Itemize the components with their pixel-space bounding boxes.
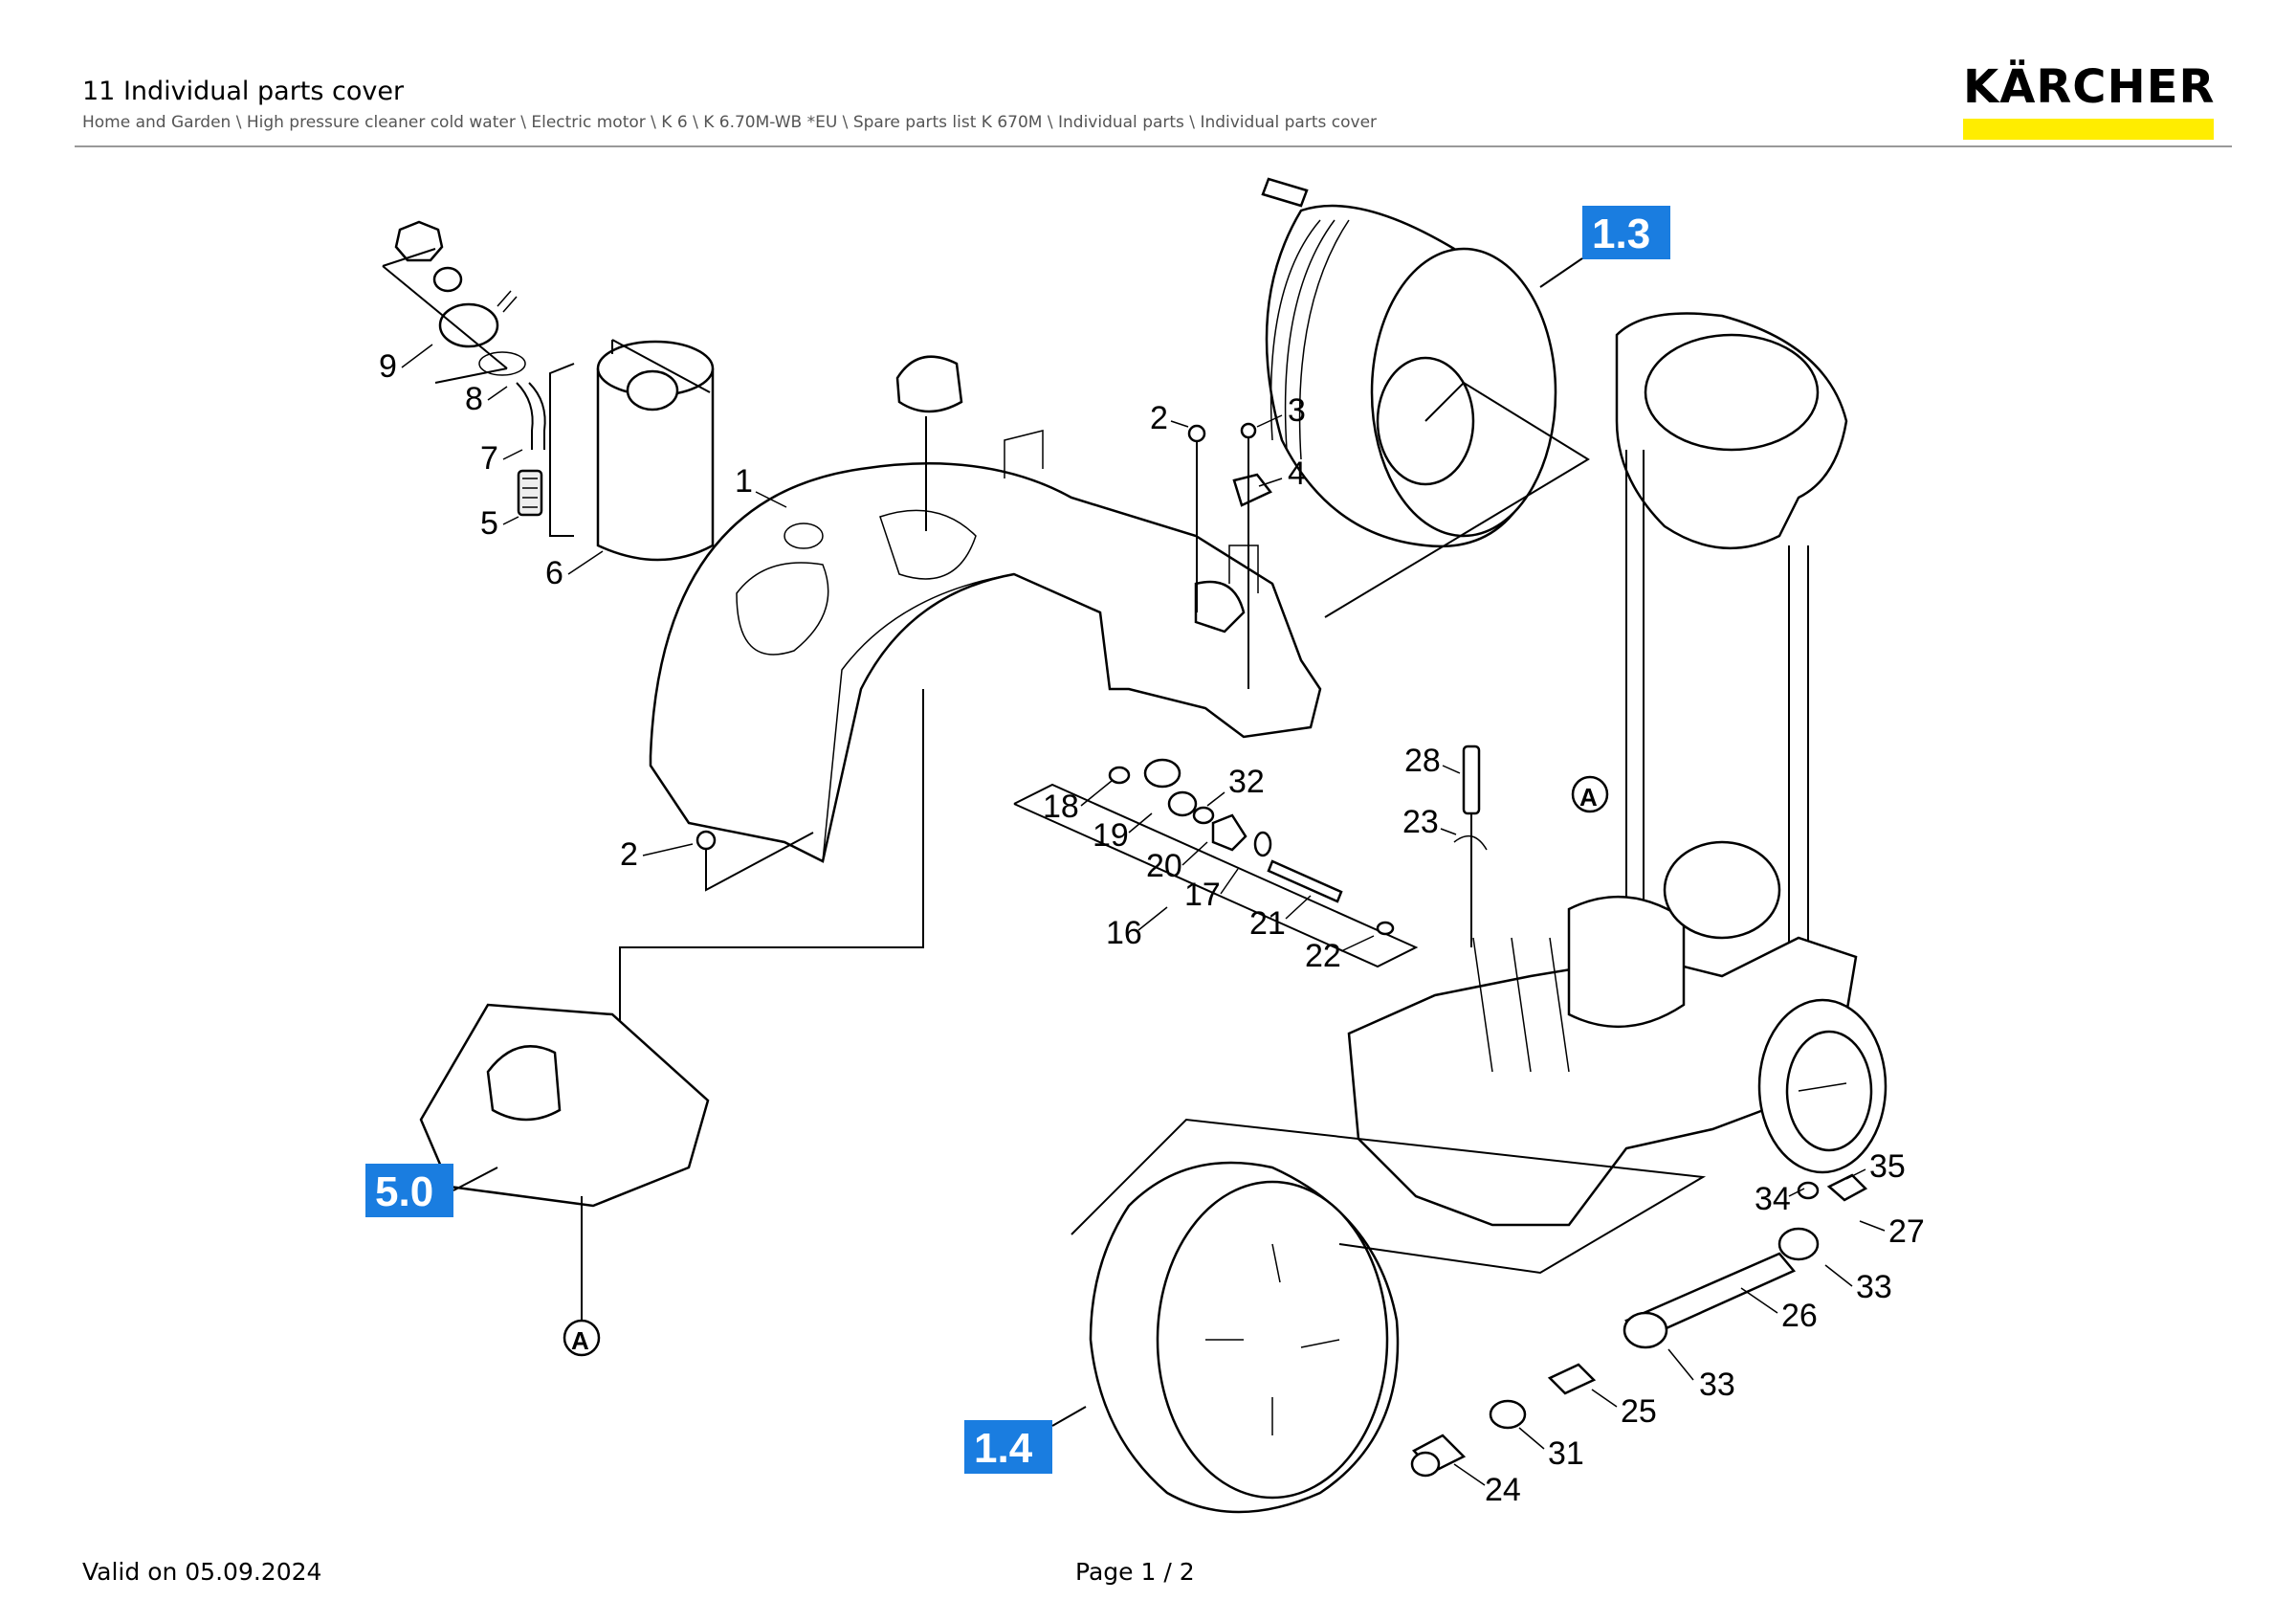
karcher-logo: KÄRCHER — [1963, 61, 2218, 140]
label-33-bottom: 33 — [1699, 1367, 1735, 1403]
logo-yellow-bar — [1963, 119, 2214, 140]
part-1-4-wheel-bottom — [1071, 1118, 1707, 1514]
svg-text:1.3: 1.3 — [1592, 211, 1650, 257]
ref-box-5-0[interactable]: 5.0 — [365, 1164, 498, 1217]
svg-text:5.0: 5.0 — [375, 1168, 433, 1215]
label-22: 22 — [1305, 938, 1341, 974]
part-labels: 1 2 2 3 4 5 6 7 8 9 16 17 18 19 20 21 22… — [379, 344, 1925, 1508]
logo-wordmark: KÄRCHER — [1963, 60, 2216, 114]
part-1-main-cover — [619, 430, 1322, 1024]
svg-text:A: A — [571, 1326, 589, 1355]
label-1: 1 — [735, 463, 753, 500]
label-27: 27 — [1888, 1213, 1925, 1250]
label-24: 24 — [1485, 1472, 1521, 1508]
label-8: 8 — [465, 381, 483, 417]
label-9: 9 — [379, 348, 397, 385]
label-4: 4 — [1288, 456, 1306, 492]
page-title: 11 Individual parts cover — [82, 77, 405, 106]
cover-cap — [895, 355, 963, 531]
ref-box-1-4[interactable]: 1.4 — [964, 1406, 1087, 1474]
parts-23-28 — [1453, 745, 1488, 851]
page-indicator: Page 1 / 2 — [1075, 1558, 1195, 1586]
part-5-0-base-plate — [419, 1003, 710, 1321]
label-35: 35 — [1869, 1148, 1906, 1185]
label-2-top: 2 — [1150, 400, 1168, 436]
label-31: 31 — [1548, 1435, 1584, 1472]
motor-pump-assembly — [1347, 794, 1858, 1227]
valid-date: Valid on 05.09.2024 — [82, 1558, 322, 1586]
label-5: 5 — [480, 505, 498, 542]
part-9-cap-assembly — [382, 220, 526, 384]
wheel-right — [1757, 998, 1888, 1174]
parts-2-3-4-screws — [695, 422, 1272, 892]
label-21: 21 — [1249, 905, 1286, 942]
label-2-bottom: 2 — [620, 836, 638, 873]
handle-frame — [1615, 312, 1848, 957]
breadcrumb[interactable]: Home and Garden \ High pressure cleaner … — [82, 113, 1378, 132]
marker-a-top: A — [1571, 775, 1609, 813]
pipe-group-16-22 — [1013, 758, 1419, 968]
ref-box-1-3[interactable]: 1.3 — [1539, 206, 1670, 288]
label-26: 26 — [1781, 1298, 1818, 1334]
header-divider — [75, 145, 2232, 147]
label-20: 20 — [1146, 848, 1182, 884]
label-7: 7 — [480, 440, 498, 477]
label-17: 17 — [1184, 877, 1221, 913]
label-28: 28 — [1404, 743, 1441, 779]
part-6-tank — [549, 339, 715, 562]
label-18: 18 — [1043, 789, 1079, 825]
label-23: 23 — [1402, 804, 1439, 840]
hose-fittings-24-35 — [1410, 1173, 1868, 1478]
label-6: 6 — [545, 555, 563, 591]
label-3: 3 — [1288, 392, 1306, 429]
part-1-3-wheel-top — [1261, 177, 1590, 618]
part-7-5-hose-filter — [516, 382, 546, 517]
label-33-top: 33 — [1856, 1269, 1892, 1305]
label-32: 32 — [1228, 764, 1265, 800]
svg-text:A: A — [1579, 783, 1598, 812]
label-19: 19 — [1093, 817, 1129, 854]
marker-a-bottom: A — [563, 1319, 601, 1357]
label-25: 25 — [1621, 1393, 1657, 1430]
svg-text:1.4: 1.4 — [974, 1425, 1033, 1472]
label-16: 16 — [1106, 915, 1142, 951]
label-34: 34 — [1755, 1181, 1791, 1217]
